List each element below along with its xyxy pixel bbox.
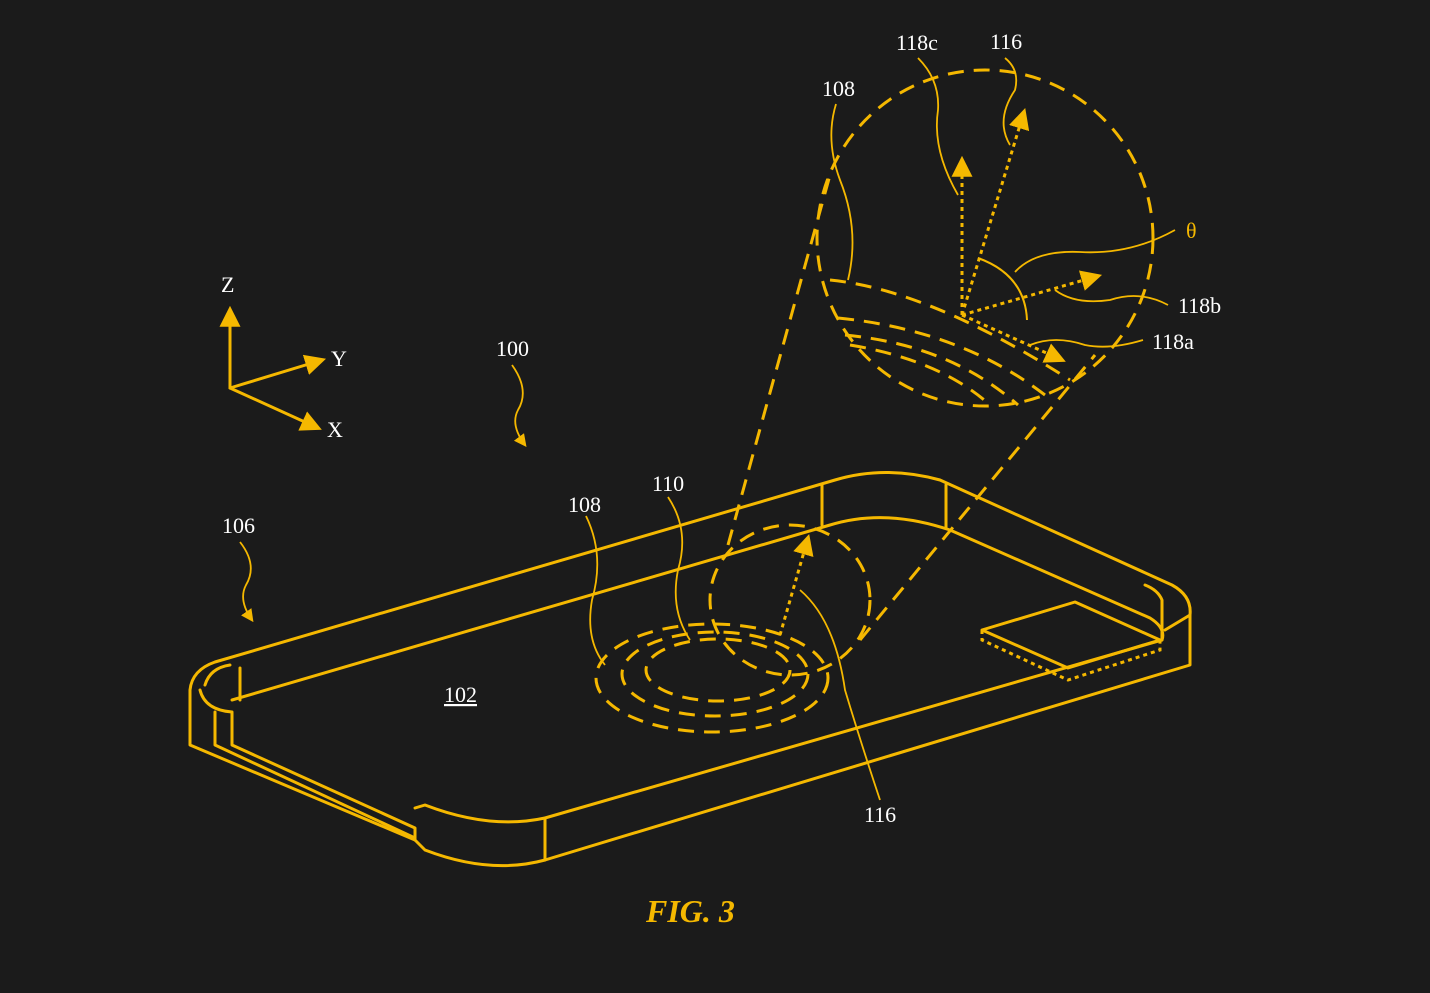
label-118b: 118b <box>1178 293 1221 318</box>
cone-line-left <box>726 174 832 546</box>
label-110: 110 <box>652 471 684 496</box>
axis-label-z: Z <box>221 272 234 297</box>
label-116-detail: 116 <box>990 29 1022 54</box>
label-108-detail: 108 <box>822 76 855 101</box>
figure-caption: FIG. 3 <box>645 893 735 929</box>
phone-housing <box>188 471 1192 868</box>
axis-label-x: X <box>327 417 343 442</box>
label-116: 116 <box>864 802 896 827</box>
detail-view <box>815 68 1155 408</box>
label-theta: θ <box>1186 218 1197 243</box>
magnify-circle-small <box>708 523 872 677</box>
label-118c: 118c <box>896 30 938 55</box>
label-118a: 118a <box>1152 329 1194 354</box>
label-100: 100 <box>496 336 529 361</box>
label-102: 102 <box>444 682 477 707</box>
axis-triad <box>219 305 327 431</box>
label-108: 108 <box>568 492 601 517</box>
vector-116-arrow <box>778 533 814 636</box>
cone-line-right <box>858 354 1097 641</box>
label-106: 106 <box>222 513 255 538</box>
axis-label-y: Y <box>331 346 347 371</box>
coil-rings <box>594 622 830 734</box>
leader-lines <box>239 57 1176 801</box>
